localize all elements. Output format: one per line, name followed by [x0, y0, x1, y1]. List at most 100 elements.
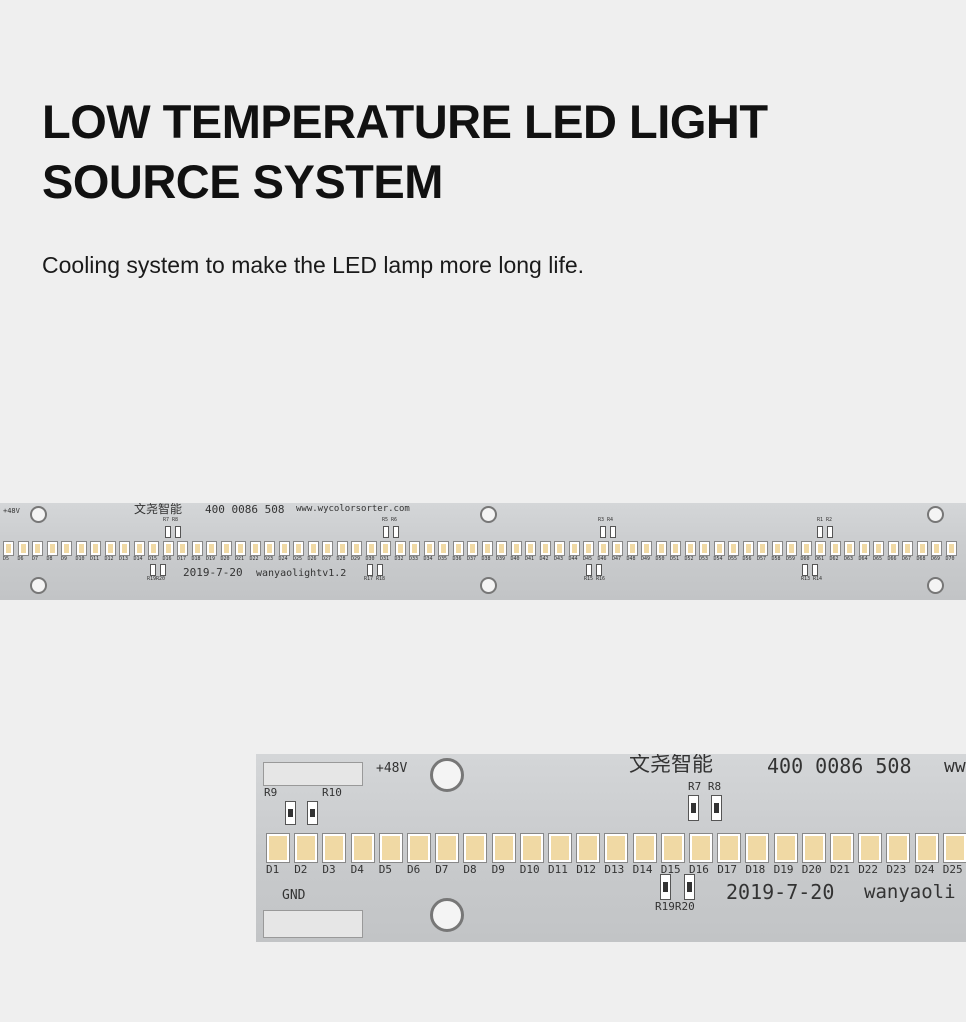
- resistor: [383, 526, 389, 538]
- mounting-hole: [430, 758, 464, 792]
- led-label: D23: [264, 556, 274, 562]
- website-label: www.wycolorsorter.com: [296, 504, 410, 514]
- led-chip: [519, 833, 544, 863]
- resistor-label: R17 R18: [364, 576, 386, 582]
- led-chip: [612, 541, 623, 556]
- model-label: wanyaolightv1.2: [256, 568, 347, 579]
- led-label: D15: [660, 863, 681, 876]
- led-chip: [75, 541, 87, 556]
- led-chip: [467, 541, 478, 556]
- led-label: D24: [278, 556, 288, 562]
- led-label: D60: [800, 556, 810, 562]
- led-chip: [597, 541, 609, 556]
- led-chip: [844, 541, 855, 556]
- led-chip: [568, 541, 580, 556]
- led-chip: [220, 541, 232, 556]
- mounting-hole: [480, 506, 497, 523]
- led-chip: [858, 833, 883, 863]
- led-chip: [104, 541, 116, 556]
- led-chip: [660, 833, 685, 863]
- led-chip: [394, 541, 406, 556]
- led-label: D36: [452, 556, 462, 562]
- led-chip: [206, 541, 217, 556]
- resistor: [377, 564, 383, 576]
- led-label: D51: [670, 556, 680, 562]
- led-label: D14: [133, 556, 143, 562]
- led-chip: [307, 541, 319, 556]
- resistor: [827, 526, 833, 538]
- led-chip: [670, 541, 681, 556]
- led-label: D38: [481, 556, 491, 562]
- led-label: D12: [104, 556, 114, 562]
- led-label: D70: [945, 556, 955, 562]
- resistor: [817, 526, 823, 538]
- led-chip: [249, 541, 261, 556]
- resistor: [160, 564, 166, 576]
- led-chip: [191, 541, 203, 556]
- resistor: [802, 564, 808, 576]
- led-label: D14: [632, 863, 653, 876]
- led-strip-overview: +48V 文尧智能 400 0086 508 www.wycolorsorter…: [0, 503, 966, 600]
- led-chip: [463, 833, 488, 863]
- resistor-label: R7 R8: [163, 517, 179, 523]
- led-strip-closeup: +48V GND 文尧智能 400 0086 508 ww 2019-7-20 …: [256, 754, 966, 942]
- led-chip: [886, 833, 911, 863]
- led-chip: [801, 833, 826, 863]
- led-chip: [942, 833, 966, 863]
- mounting-hole: [30, 506, 47, 523]
- led-label: D41: [525, 556, 535, 562]
- led-chip: [61, 541, 72, 556]
- led-label: D13: [119, 556, 129, 562]
- led-label: D56: [742, 556, 752, 562]
- led-chip: [931, 541, 942, 556]
- led-label: D68: [916, 556, 926, 562]
- led-chip: [278, 541, 290, 556]
- led-label: D24: [914, 863, 935, 876]
- led-label: D21: [830, 863, 850, 876]
- led-chip: [162, 541, 174, 556]
- led-chip: [786, 541, 797, 556]
- led-chip: [90, 541, 101, 556]
- led-chip: [3, 541, 14, 556]
- led-chip: [235, 541, 246, 556]
- led-chip: [576, 833, 601, 863]
- led-label: D2: [294, 863, 308, 876]
- led-label: D5: [378, 863, 393, 876]
- led-chip: [829, 541, 841, 556]
- resistor: [150, 564, 156, 576]
- led-chip: [491, 833, 516, 863]
- led-label: D34: [423, 556, 433, 562]
- resistor: [586, 564, 592, 576]
- led-label: D22: [249, 556, 259, 562]
- led-chip: [365, 541, 377, 556]
- website-label: ww: [944, 756, 966, 777]
- led-chip: [409, 541, 420, 556]
- led-chip: [525, 541, 536, 556]
- led-chip: [713, 541, 725, 556]
- resistor-label: R9: [264, 786, 278, 799]
- led-chip: [266, 833, 290, 863]
- resistor-label: R13 R14: [801, 576, 823, 582]
- led-chip: [699, 541, 710, 556]
- led-chip: [293, 541, 304, 556]
- led-label: D10: [75, 556, 85, 562]
- led-label: D15: [148, 556, 158, 562]
- resistor: [285, 801, 296, 825]
- led-chip: [689, 833, 713, 863]
- led-chip: [757, 541, 768, 556]
- led-label: D65: [873, 556, 883, 562]
- led-label: D9: [491, 863, 505, 876]
- led-label: D39: [496, 556, 506, 562]
- led-chip: [902, 541, 913, 556]
- mounting-hole: [927, 506, 944, 523]
- phone-label: 400 0086 508: [767, 754, 912, 778]
- date-label: 2019-7-20: [726, 880, 835, 904]
- led-label: D62: [829, 556, 839, 562]
- led-label: D27: [322, 556, 332, 562]
- led-label: D5: [3, 556, 10, 562]
- led-label: D7: [435, 863, 449, 876]
- led-chip: [46, 541, 58, 556]
- led-label: D20: [801, 863, 822, 876]
- led-chip: [742, 541, 754, 556]
- led-label: D12: [576, 863, 597, 876]
